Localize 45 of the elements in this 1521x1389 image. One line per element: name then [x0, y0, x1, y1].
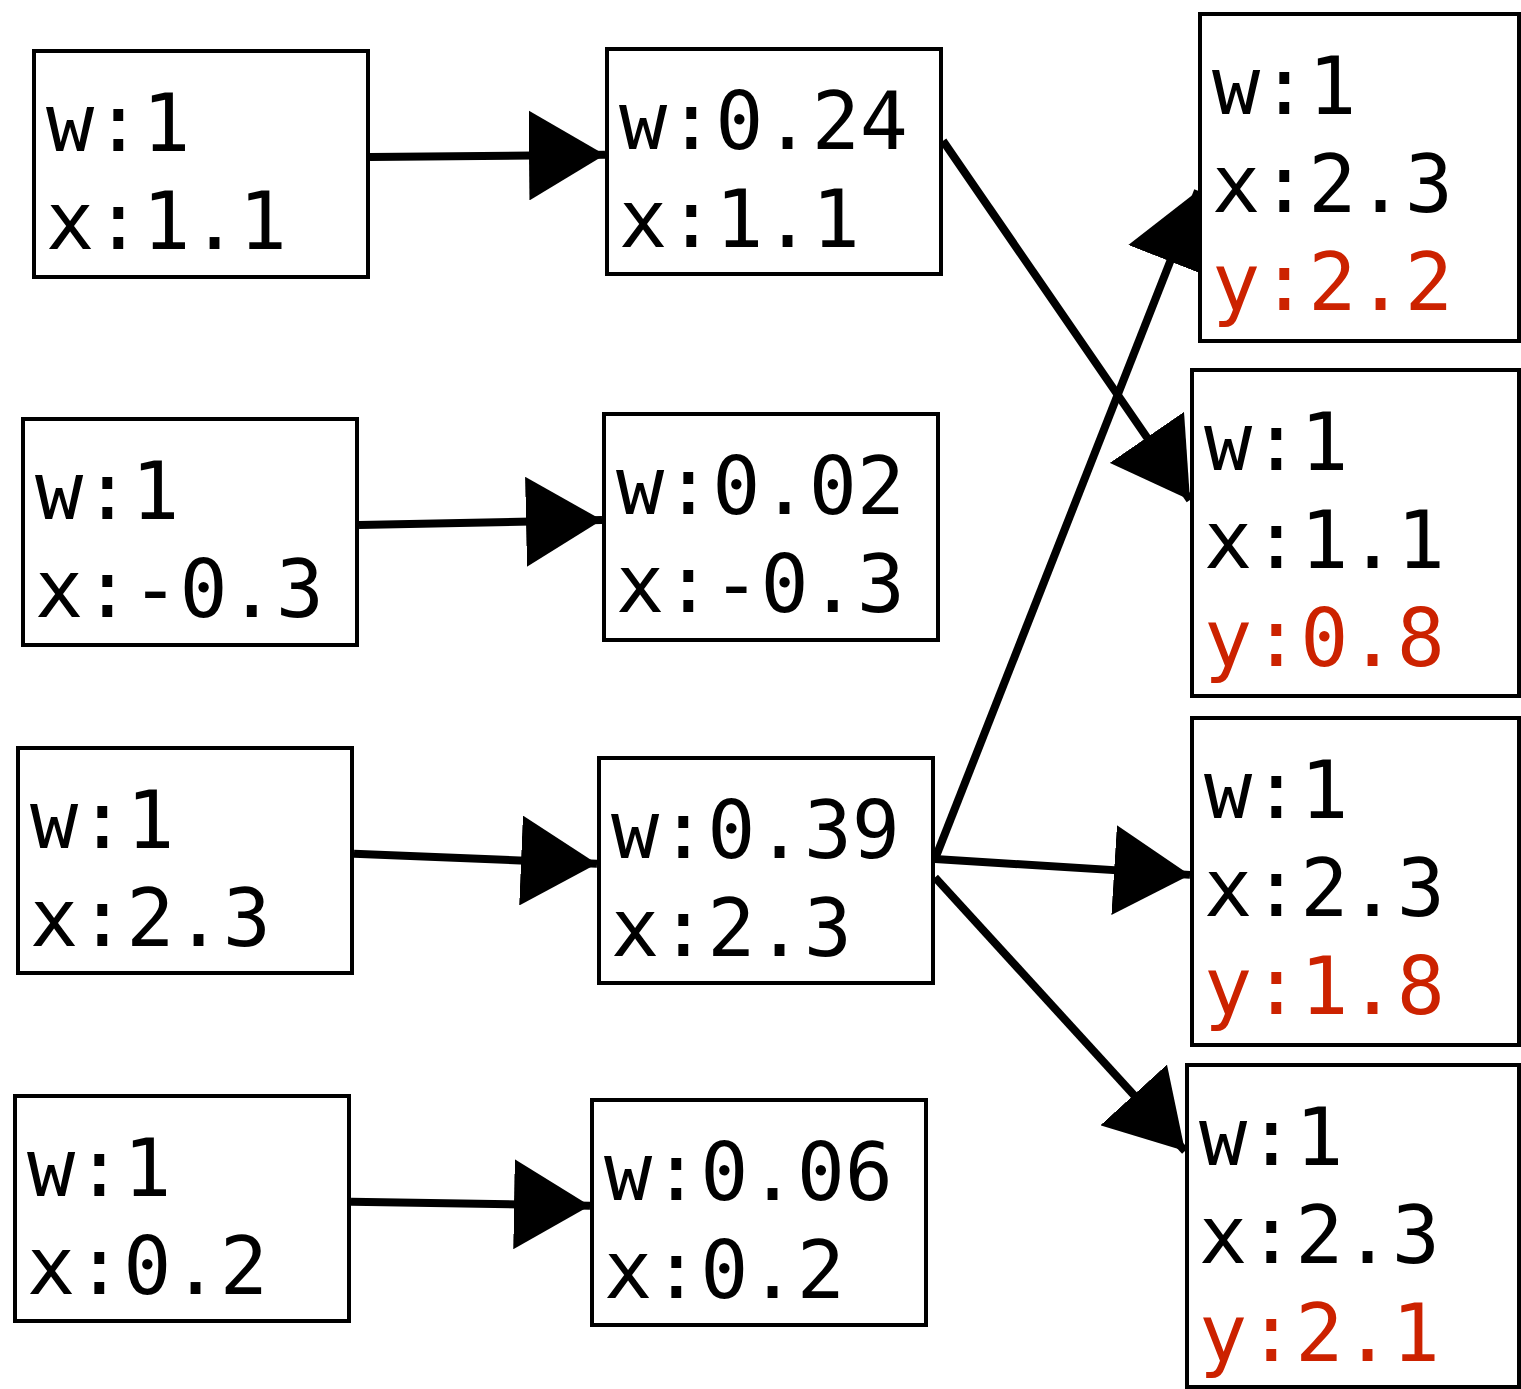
variable-value: x:2.3	[1204, 841, 1445, 937]
value-box	[590, 1098, 928, 1327]
variable-value: w:1	[27, 1121, 172, 1217]
variable-value: w:1	[1204, 743, 1349, 839]
variable-value: x:2.3	[1212, 137, 1453, 233]
variable-value: x:2.3	[30, 871, 271, 967]
value-box	[32, 49, 370, 279]
value-box	[605, 47, 943, 276]
variable-value: w:1	[30, 773, 175, 869]
variable-value: w:1	[46, 76, 191, 172]
variable-value: x:1.1	[619, 172, 860, 268]
variable-value: x:1.1	[46, 174, 287, 270]
output-value: y:2.1	[1199, 1286, 1440, 1382]
variable-value: w:1	[1199, 1090, 1344, 1186]
value-box	[21, 417, 359, 647]
variable-value: x:0.2	[604, 1223, 845, 1319]
output-value: y:1.8	[1204, 939, 1445, 1035]
variable-value: x:-0.3	[616, 537, 905, 633]
arrow	[934, 825, 1191, 916]
arrow	[358, 476, 603, 567]
arrow	[353, 815, 598, 906]
value-box	[13, 1094, 351, 1323]
arrow	[369, 110, 606, 201]
variable-value: w:1	[1204, 395, 1349, 491]
variable-value: x:2.3	[1199, 1188, 1440, 1284]
output-value: y:2.2	[1212, 235, 1453, 331]
value-box	[1198, 12, 1521, 343]
value-box	[602, 412, 940, 642]
variable-value: w:1	[35, 444, 180, 540]
variable-value: w:0.24	[619, 74, 908, 170]
variable-value: w:0.06	[604, 1125, 893, 1221]
variable-value: x:1.1	[1204, 493, 1445, 589]
arrow	[350, 1159, 591, 1250]
variable-value: x:0.2	[27, 1219, 268, 1315]
variable-value: w:1	[1212, 39, 1357, 135]
value-box	[16, 746, 354, 975]
variable-value: w:0.02	[616, 439, 905, 535]
variable-value: w:0.39	[611, 783, 900, 879]
output-value: y:0.8	[1204, 591, 1445, 687]
value-box	[597, 756, 935, 985]
variable-value: x:2.3	[611, 881, 852, 977]
value-box	[1185, 1063, 1521, 1389]
value-box	[1190, 368, 1521, 698]
variable-value: x:-0.3	[35, 542, 324, 638]
value-box	[1190, 716, 1521, 1047]
